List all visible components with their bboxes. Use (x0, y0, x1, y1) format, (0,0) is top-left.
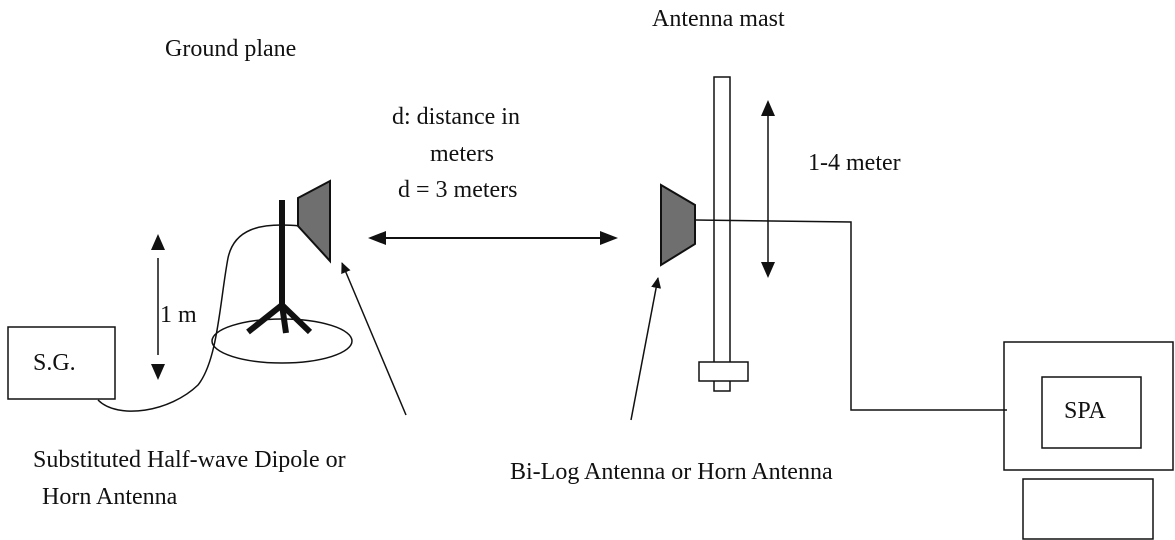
ground-plane-label: Ground plane (165, 36, 296, 62)
receive-antenna-label: Bi-Log Antenna or Horn Antenna (510, 459, 833, 485)
distance-label-line1: d: distance in (392, 104, 520, 130)
substituted-antenna-label-line1: Substituted Half-wave Dipole or (33, 447, 346, 473)
substituted-antenna-label-line2: Horn Antenna (42, 484, 178, 510)
receive-cable (694, 219, 1007, 411)
substituted-antenna-pointer (341, 262, 407, 416)
spectrum-analyzer-screen (1041, 376, 1142, 449)
height-range-arrow-up (761, 100, 775, 116)
height-range-arrow-down (761, 262, 775, 278)
distance-arrow-right (600, 231, 618, 245)
height-range-label: 1-4 meter (808, 150, 901, 176)
receive-horn-antenna (660, 183, 696, 267)
antenna-mast (698, 76, 749, 392)
source-height-label: 1 m (160, 302, 197, 328)
signal-generator-label: S.G. (33, 350, 76, 376)
distance-label-line2: meters (430, 141, 494, 167)
spectrum-analyzer-label: SPA (1064, 398, 1106, 424)
distance-arrow-left (368, 231, 386, 245)
antenna-mast-label: Antenna mast (652, 6, 785, 32)
tripod (246, 200, 313, 335)
source-horn-antenna (297, 179, 331, 264)
distance-label-line3: d = 3 meters (398, 177, 518, 203)
spectrum-analyzer-base (1022, 478, 1154, 540)
signal-generator: S.G. (7, 326, 116, 400)
source-height-arrow-down (151, 364, 165, 380)
receive-antenna-pointer (630, 277, 662, 421)
source-height-arrow-up (151, 234, 165, 250)
spectrum-analyzer: SPA (1003, 341, 1174, 540)
